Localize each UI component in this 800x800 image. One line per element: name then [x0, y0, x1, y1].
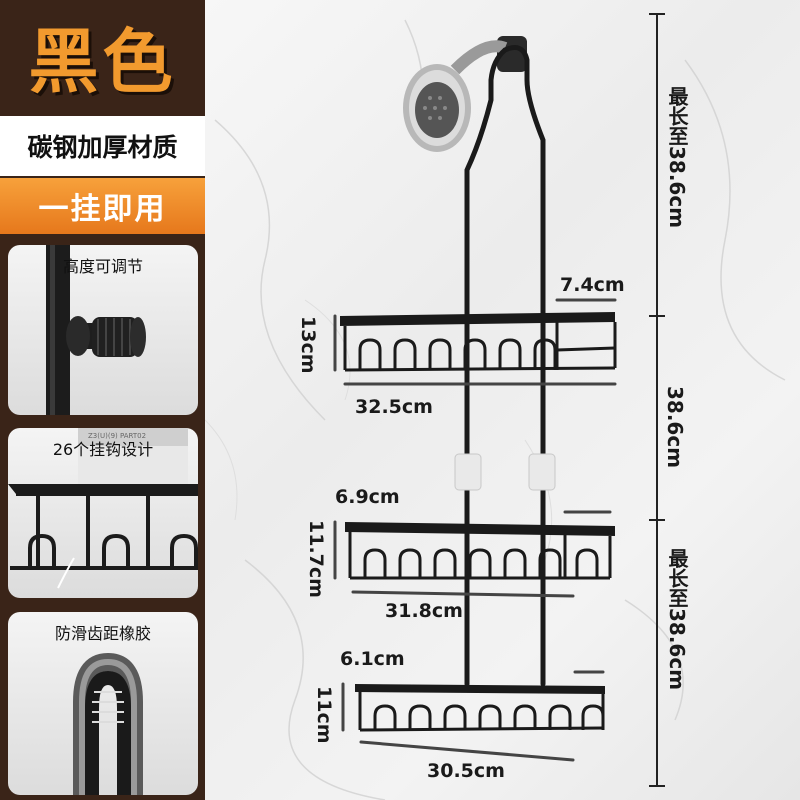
left-feature-panel: 黑色 碳钢加厚材质 一挂即用 高度可调节 26个挂钩设计 Z3(U)(9) PA… [0, 0, 205, 800]
basket-bottom [355, 684, 605, 732]
adjust-knob-icon [46, 245, 146, 415]
max-length-top-label: 最长至38.6cm [665, 86, 689, 229]
max-length-bottom-label: 最长至38.6cm [665, 548, 689, 691]
middle-length-label: 38.6cm [663, 386, 687, 469]
feature-caption: 防滑齿距橡胶 [54, 624, 151, 643]
basket2-width-label: 31.8cm [385, 600, 463, 622]
basket2-depth-label: 6.9cm [335, 486, 400, 508]
basket1-width-label: 32.5cm [355, 396, 433, 418]
material-label: 碳钢加厚材质 [0, 116, 205, 176]
product-photo: 7.4cm 13cm 32.5cm 6.9cm 11.7cm 31.8cm 6.… [205, 0, 800, 800]
label-print: Z3(U)(9) PART02 [88, 432, 146, 440]
feature-caption: 26个挂钩设计 [52, 440, 154, 459]
rubber-grip-icon [73, 652, 143, 795]
basket3-height-label: 11cm [313, 686, 335, 744]
basket-top [340, 312, 617, 372]
color-title: 黑色 [28, 20, 177, 103]
feature-caption: 高度可调节 [62, 257, 143, 276]
basket3-depth-label: 6.1cm [340, 648, 405, 670]
feature-card-rubber: 防滑齿距橡胶 [8, 612, 198, 795]
basket1-depth-label: 7.4cm [560, 274, 625, 296]
basket3-width-label: 30.5cm [427, 760, 505, 782]
hooks-icon: Z3(U)(9) PART02 [8, 428, 198, 589]
feature-card-height: 高度可调节 [8, 245, 198, 415]
rack-illustration [205, 13, 786, 800]
feature-card-hooks: 26个挂钩设计 Z3(U)(9) PART02 [8, 428, 198, 598]
basket-middle [345, 522, 615, 580]
basket2-height-label: 11.7cm [305, 520, 327, 598]
hang-label: 一挂即用 [0, 178, 205, 234]
basket1-height-label: 13cm [297, 316, 319, 374]
